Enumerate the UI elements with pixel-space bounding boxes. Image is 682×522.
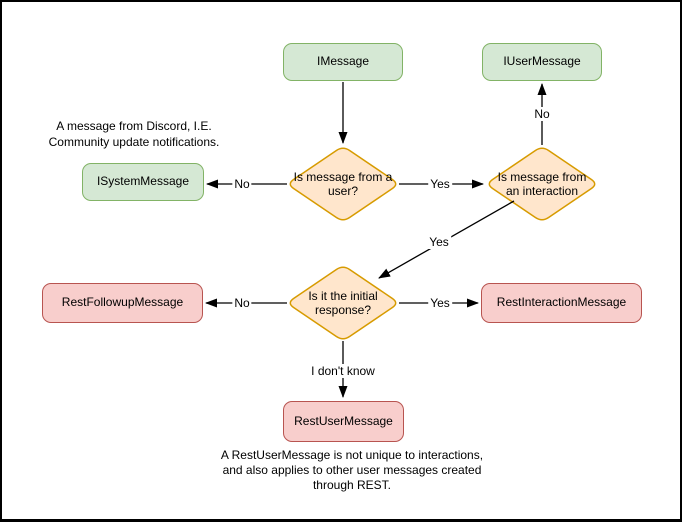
node-restfollowupmessage: RestFollowupMessage <box>42 283 203 323</box>
node-restusermessage-label: RestUserMessage <box>294 413 393 428</box>
decision-is-message-from-user-label: Is message from a user? <box>293 169 393 198</box>
edge-label-no-to-iusermessage: No <box>532 107 552 121</box>
node-isystemmessage: ISystemMessage <box>82 163 204 201</box>
edge-label-yes-to-qinteraction: Yes <box>428 177 452 191</box>
decision-is-initial-response-label: Is it the initial response? <box>308 288 378 317</box>
edge-label-no-to-restfollowup: No <box>232 296 252 310</box>
node-restinteractionmessage-label: RestInteractionMessage <box>496 295 627 310</box>
node-iusermessage-label: IUserMessage <box>503 54 581 69</box>
edge-label-yes-to-restinteraction: Yes <box>428 296 452 310</box>
annotation-rest-user-message-note: A RestUserMessage is not unique to inter… <box>220 448 484 492</box>
node-imessage: IMessage <box>283 43 403 81</box>
node-restusermessage: RestUserMessage <box>283 401 404 442</box>
edge-label-yes-to-qinitial: Yes <box>427 235 451 249</box>
node-iusermessage: IUserMessage <box>482 43 602 81</box>
node-restfollowupmessage-label: RestFollowupMessage <box>61 295 184 310</box>
node-isystemmessage-label: ISystemMessage <box>96 174 190 189</box>
node-imessage-label: IMessage <box>316 54 370 69</box>
decision-is-message-from-interaction-label: Is message from an interaction <box>497 169 587 198</box>
annotation-system-message-note: A message from Discord, I.E. Community u… <box>48 119 220 150</box>
edge-label-i-dont-know: I don't know <box>309 364 377 378</box>
node-restinteractionmessage: RestInteractionMessage <box>481 283 642 323</box>
edge-label-no-to-isystemmessage: No <box>232 177 252 191</box>
